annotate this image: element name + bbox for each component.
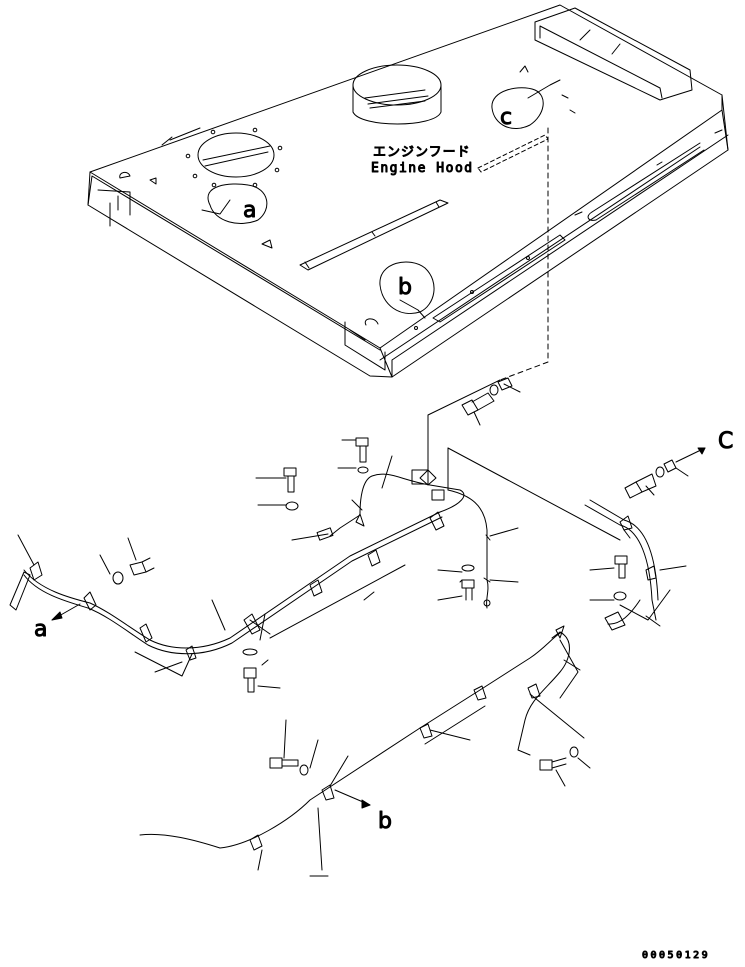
assembly-lines [499,127,549,381]
arrow-a-label: a [34,617,47,642]
hood-label-en: Engine Hood [371,161,474,176]
hood-callout-c: c [491,79,561,131]
right-harness: C [584,429,734,631]
callout-b-label: b [398,275,412,300]
hood-callout-a: a [201,183,268,224]
arrow-b-label: b [378,809,392,834]
connector-lines [427,379,621,541]
callout-c-label: c [500,105,512,130]
arrow-a: a [34,603,81,643]
callout-a-label: a [243,198,256,223]
hood-callout-b: b [379,261,435,319]
hardware-bolts [112,377,513,693]
arrow-c-label: C [718,429,733,454]
lower-harness: b [139,625,579,851]
main-harness [9,469,491,661]
part-leaders [17,383,689,877]
engine-hood [87,4,729,378]
drawing-code: 00050129 [642,950,710,961]
hood-label-jp: エンジンフード [373,145,471,160]
